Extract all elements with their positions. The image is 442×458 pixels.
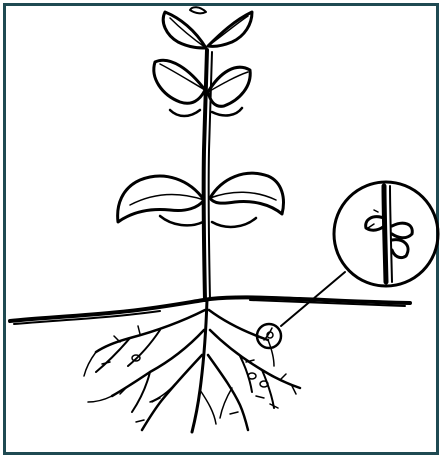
middle-leaves [118,173,284,227]
magnified-nodule-icon [334,182,438,286]
root-system [84,300,300,432]
top-leaves [163,7,252,48]
upper-leaf-cluster [154,60,250,116]
